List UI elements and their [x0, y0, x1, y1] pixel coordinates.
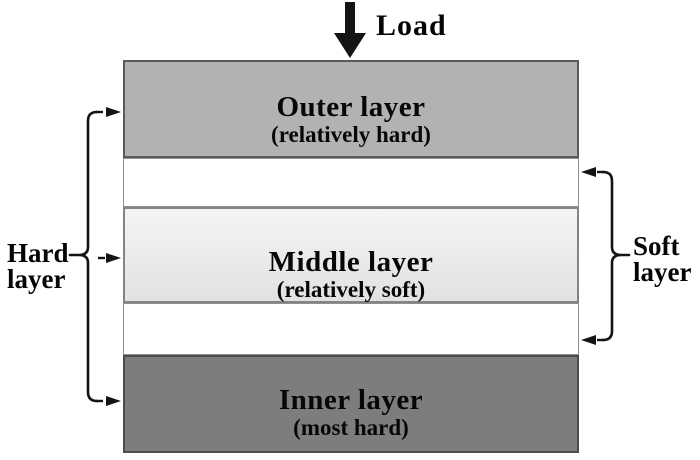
soft-layer-label-line2: layer — [633, 257, 692, 287]
soft-gap-top-band — [123, 158, 579, 207]
soft-layer-bracket — [581, 167, 631, 345]
soft-gap-bottom-band — [123, 303, 579, 355]
inner-layer-subtitle: (most hard) — [293, 415, 409, 440]
inner-layer-title: Inner layer — [278, 384, 424, 416]
hard-arrow-middle-icon — [106, 253, 121, 263]
load-label: Load — [376, 9, 447, 42]
hard-layer-label: Hard layer — [7, 238, 69, 294]
hard-layer-label-line2: layer — [7, 264, 66, 294]
outer-layer-subtitle: (relatively hard) — [271, 122, 431, 147]
outer-layer-band: Outer layer (relatively hard) — [123, 60, 579, 158]
middle-layer-text: Middle layer (relatively soft) — [125, 247, 577, 303]
layer-stack: Outer layer (relatively hard) Middle lay… — [123, 60, 579, 453]
outer-layer-text: Outer layer (relatively hard) — [125, 92, 577, 148]
hard-arrow-top-icon — [106, 107, 121, 117]
soft-arrow-top-icon — [581, 167, 596, 177]
middle-layer-subtitle: (relatively soft) — [276, 277, 426, 302]
outer-layer-title: Outer layer — [276, 91, 426, 123]
soft-arrow-bottom-icon — [581, 335, 596, 345]
middle-layer-title: Middle layer — [268, 246, 434, 278]
load-arrow-icon — [334, 2, 366, 58]
soft-layer-label: Soft layer — [633, 231, 692, 287]
inner-layer-band: Inner layer (most hard) — [123, 355, 579, 453]
middle-layer-band: Middle layer (relatively soft) — [123, 207, 579, 303]
soft-layer-label-line1: Soft — [633, 231, 680, 261]
hard-layer-label-line1: Hard — [7, 238, 69, 268]
hard-layer-bracket — [68, 107, 121, 406]
inner-layer-text: Inner layer (most hard) — [125, 385, 577, 441]
hard-arrow-bottom-icon — [106, 396, 121, 406]
